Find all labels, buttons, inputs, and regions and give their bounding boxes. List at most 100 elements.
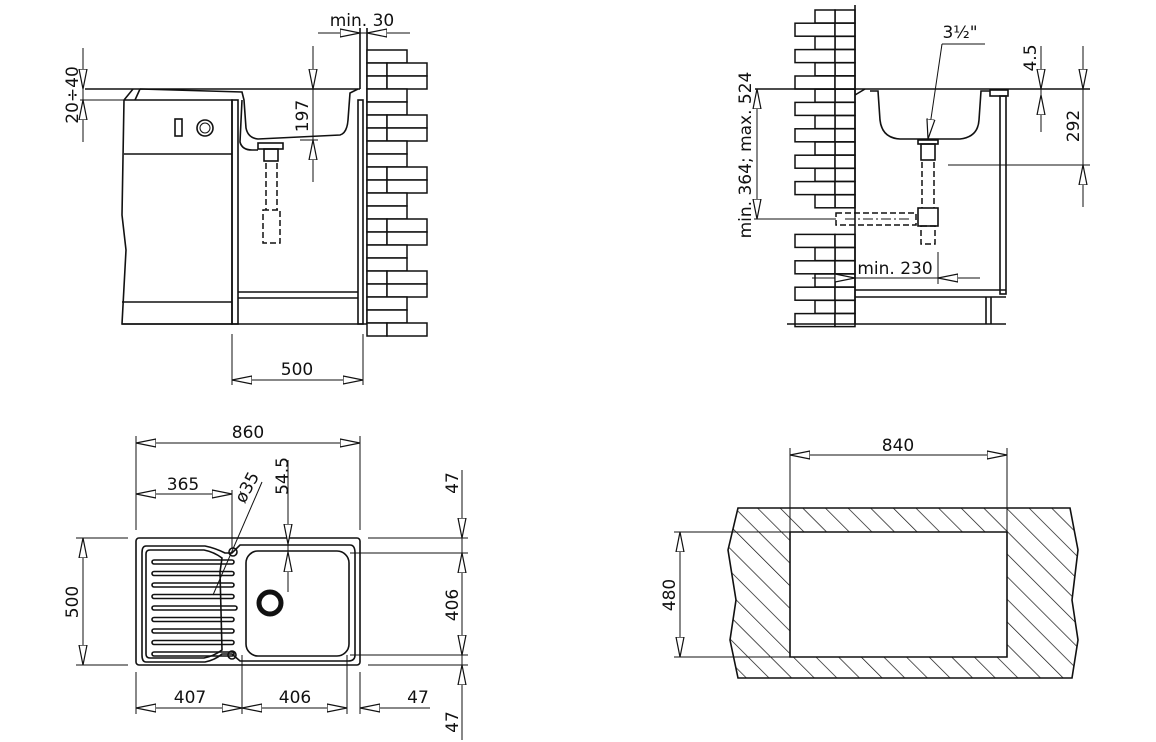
- brick: [366, 49, 408, 64]
- brick: [794, 128, 836, 143]
- cutout-view: 840 480: [660, 436, 1079, 679]
- brick: [834, 101, 856, 117]
- brick: [366, 309, 408, 324]
- dimension-overhang: 20÷40: [63, 48, 124, 142]
- brick: [794, 286, 836, 301]
- brick: [366, 205, 408, 220]
- brick: [814, 273, 836, 288]
- switch-icon: [174, 118, 183, 137]
- dim-bowl-width-label: 406: [279, 688, 311, 708]
- dimension-tap-hole-x: 365: [136, 475, 233, 548]
- brick: [386, 231, 428, 246]
- brick: [366, 257, 408, 272]
- drainer-ribs: [151, 559, 238, 657]
- brick: [366, 322, 388, 337]
- brick: [814, 246, 836, 262]
- brick: [794, 22, 836, 37]
- brick: [814, 114, 836, 130]
- brick: [366, 179, 388, 194]
- dim-tap-hole-y-label: 54.5: [273, 457, 293, 495]
- dim-tap-hole-x-label: 365: [167, 475, 199, 495]
- brick: [366, 231, 388, 246]
- brick: [814, 194, 836, 209]
- brick: [366, 75, 388, 90]
- brick: [366, 296, 408, 311]
- brick: [386, 283, 428, 298]
- brick: [366, 218, 388, 233]
- brick: [366, 127, 388, 142]
- brick: [386, 218, 428, 233]
- brick: [834, 233, 856, 249]
- brick: [834, 260, 856, 275]
- knob-icon: [196, 119, 214, 137]
- brick: [834, 180, 856, 196]
- dimension-total-depth: 500: [63, 537, 128, 666]
- drainer-rib: [151, 616, 235, 623]
- dim-cabinet-width-label: 500: [281, 360, 313, 380]
- drain-hole: [256, 589, 284, 617]
- brick: [366, 283, 388, 298]
- dim-bowl-depth-label: 406: [443, 589, 463, 621]
- dim-depth-label: 292: [1064, 110, 1084, 142]
- brick: [834, 35, 856, 51]
- dimension-outlet-clearance: min. 230: [812, 252, 980, 284]
- dimension-cutout-width: 840: [789, 436, 1008, 532]
- brick: [386, 75, 428, 90]
- brick: [834, 286, 856, 301]
- brick: [386, 179, 428, 194]
- dimension-total-width: 860: [135, 423, 361, 530]
- brick: [834, 141, 856, 156]
- dimension-cutout-depth: 480: [660, 531, 790, 658]
- overflow-hole: [227, 650, 237, 660]
- dim-cutout-depth-label: 480: [660, 579, 680, 611]
- dim-drainer-width-label: 407: [174, 688, 206, 708]
- brick: [834, 273, 856, 288]
- brick: [794, 101, 836, 117]
- brick: [794, 154, 836, 169]
- brick: [366, 101, 408, 116]
- dim-waste-label: 3½": [942, 23, 977, 43]
- dimension-outlet-height: min. 364; max. 524: [736, 72, 836, 238]
- brick: [834, 75, 856, 90]
- dim-outlet-clearance-label: min. 230: [857, 259, 932, 279]
- brick: [386, 127, 428, 142]
- brick: [834, 128, 856, 143]
- dim-overhang-label: 20÷40: [63, 66, 83, 124]
- brick: [366, 88, 408, 103]
- brick: [386, 322, 428, 337]
- drainer-rib: [151, 628, 235, 634]
- sink-section: [85, 88, 360, 244]
- brick: [366, 244, 408, 259]
- brick: [794, 48, 836, 64]
- brick: [366, 153, 408, 168]
- brick: [834, 48, 856, 64]
- brick: [794, 233, 836, 249]
- dimension-wall-gap: min. 30: [318, 11, 410, 33]
- brick: [834, 88, 856, 103]
- brick: [814, 141, 836, 156]
- brick: [366, 114, 388, 129]
- brick: [834, 22, 856, 37]
- dimension-right-stack: 47 406 47: [350, 470, 468, 740]
- brick: [814, 62, 836, 77]
- brick: [814, 299, 836, 315]
- dim-right-margin-label: 47: [407, 688, 429, 708]
- dim-rim-label: 4.5: [1021, 44, 1041, 71]
- brick: [366, 140, 408, 155]
- brick: [834, 299, 856, 315]
- drainer-rib: [151, 570, 235, 577]
- brick: [834, 154, 856, 169]
- brick: [834, 167, 856, 183]
- dimension-depth: 292: [948, 46, 1090, 207]
- dim-wall-gap-label: min. 30: [330, 11, 395, 31]
- brick: [366, 166, 388, 181]
- brick: [794, 180, 836, 196]
- brick: [834, 194, 856, 209]
- dimension-bottom-row: 407 406 47: [135, 655, 430, 714]
- dim-total-width-label: 860: [232, 423, 264, 443]
- drainer-rib: [151, 559, 235, 565]
- brick: [814, 9, 836, 24]
- dimension-bowl-depth: 197: [293, 46, 318, 182]
- dimension-waste: 3½": [928, 23, 985, 139]
